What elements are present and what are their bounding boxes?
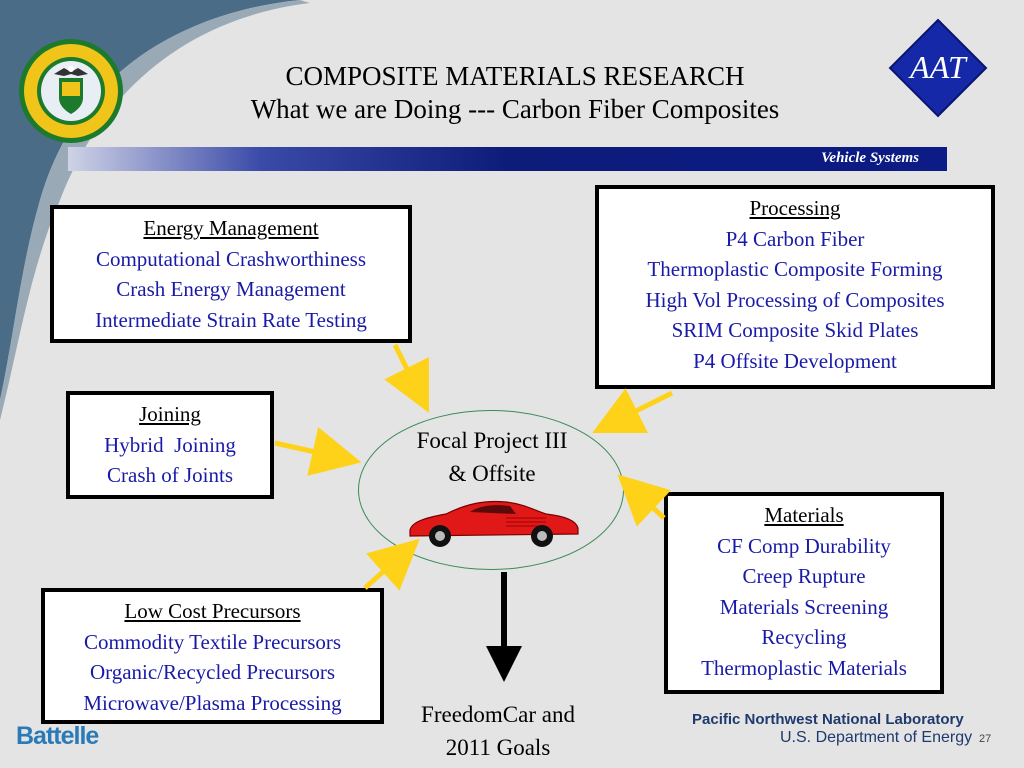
- materials-item: Materials Screening: [719, 594, 889, 619]
- processing-item: P4 Carbon Fiber: [725, 226, 865, 251]
- page-number: 27: [979, 733, 992, 745]
- doe-seal-logo: [19, 39, 123, 143]
- energy-management-box: Energy Management Computational Crashwor…: [50, 205, 412, 343]
- aat-logo-text: AAT: [908, 49, 968, 85]
- battelle-logo: Battelle: [16, 722, 99, 750]
- slide-title-block: COMPOSITE MATERIALS RESEARCH What we are…: [150, 60, 880, 126]
- precursors-heading: Low Cost Precursors: [124, 599, 301, 623]
- energy-item: Computational Crashworthiness: [95, 246, 367, 271]
- joining-item: Crash of Joints: [107, 463, 233, 488]
- materials-item: Creep Rupture: [742, 564, 866, 589]
- materials-item: Recycling: [761, 625, 847, 650]
- processing-box: Processing P4 Carbon Fiber Thermoplastic…: [595, 185, 995, 389]
- energy-item: Intermediate Strain Rate Testing: [95, 307, 367, 332]
- energy-management-heading: Energy Management: [143, 216, 319, 240]
- aat-logo: AAT: [888, 18, 988, 118]
- materials-heading: Materials: [764, 503, 844, 527]
- precursors-item: Microwave/Plasma Processing: [83, 690, 342, 715]
- energy-item: Crash Energy Management: [116, 277, 346, 302]
- low-cost-precursors-box: Low Cost Precursors Commodity Textile Pr…: [41, 588, 384, 724]
- materials-box: Materials CF Comp Durability Creep Ruptu…: [664, 492, 944, 694]
- vehicle-systems-band: Vehicle Systems: [68, 147, 947, 171]
- focal-project-label: Focal Project III & Offsite: [370, 424, 614, 490]
- joining-box: Joining Hybrid Joining Crash of Joints: [66, 391, 274, 499]
- joining-heading: Joining: [139, 402, 201, 426]
- processing-item: P4 Offsite Development: [693, 348, 897, 373]
- focal-line-2: & Offsite: [448, 461, 536, 486]
- precursors-item: Organic/Recycled Precursors: [89, 660, 336, 685]
- processing-item: Thermoplastic Composite Forming: [647, 257, 943, 282]
- slide-subtitle: What we are Doing --- Carbon Fiber Compo…: [250, 94, 780, 124]
- processing-item: SRIM Composite Skid Plates: [671, 318, 919, 343]
- processing-heading: Processing: [749, 196, 841, 220]
- sports-car-icon: [409, 500, 579, 547]
- precursors-item: Commodity Textile Precursors: [83, 629, 342, 654]
- pnnl-label: Pacific Northwest National Laboratory: [692, 711, 964, 728]
- joining-item: Hybrid Joining: [104, 432, 236, 457]
- goals-line-2: 2011 Goals: [445, 735, 551, 760]
- materials-item: Thermoplastic Materials: [701, 655, 907, 680]
- materials-item: CF Comp Durability: [717, 533, 891, 558]
- focal-line-1: Focal Project III: [416, 428, 568, 453]
- slide-title: COMPOSITE MATERIALS RESEARCH: [285, 61, 745, 91]
- processing-item: High Vol Processing of Composites: [645, 287, 945, 312]
- goals-label: FreedomCar and 2011 Goals: [392, 698, 604, 764]
- doe-label: U.S. Department of Energy: [780, 729, 973, 746]
- goals-line-1: FreedomCar and: [421, 702, 575, 727]
- band-label: Vehicle Systems: [821, 150, 919, 166]
